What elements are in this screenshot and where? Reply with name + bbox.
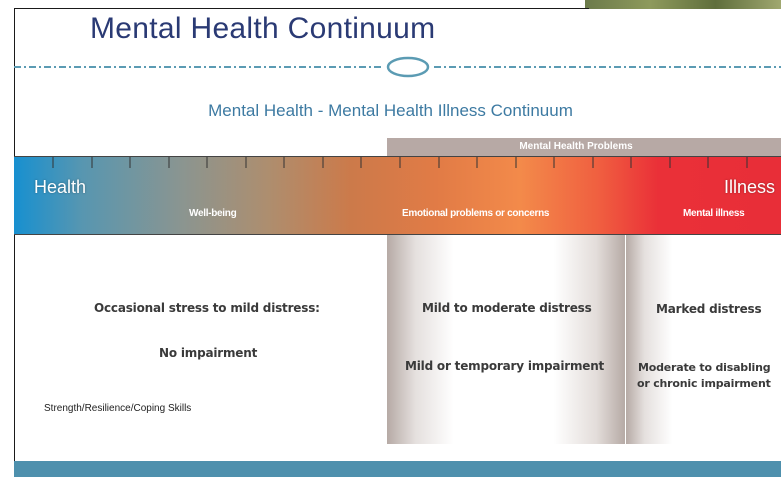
slide-title: Mental Health Continuum bbox=[90, 12, 436, 45]
right-column-impairment-line1: Moderate to disabling bbox=[638, 361, 771, 374]
right-column-impairment-line2: or chronic impairment bbox=[637, 377, 771, 390]
mental-health-problems-label: Mental Health Problems bbox=[519, 141, 633, 152]
illness-label: Illness bbox=[723, 177, 775, 197]
right-column-distress: Marked distress bbox=[656, 302, 762, 316]
bottom-accent-bar bbox=[14, 461, 781, 477]
corner-photo bbox=[585, 0, 781, 9]
health-label: Health bbox=[34, 177, 87, 197]
emotional-problems-label: Emotional problems or concerns bbox=[402, 208, 550, 219]
slide-subtitle: Mental Health - Mental Health Illness Co… bbox=[208, 101, 573, 120]
continuum-ticks bbox=[52, 157, 748, 168]
top-rule bbox=[14, 8, 589, 9]
mental-illness-label: Mental illness bbox=[683, 208, 745, 219]
mental-health-problems-column bbox=[387, 235, 625, 444]
continuum-bar: Health Illness Well-being Emotional prob… bbox=[14, 156, 781, 235]
middle-column-distress: Mild to moderate distress bbox=[422, 301, 592, 315]
left-column-impairment: No impairment bbox=[159, 346, 258, 360]
left-column-skills: Strength/Resilience/Coping Skills bbox=[44, 403, 192, 414]
middle-column-impairment: Mild or temporary impairment bbox=[405, 359, 605, 373]
left-column-distress: Occasional stress to mild distress: bbox=[94, 301, 320, 315]
mental-health-problems-header: Mental Health Problems bbox=[387, 138, 781, 156]
title-divider bbox=[14, 56, 781, 78]
well-being-label: Well-being bbox=[189, 208, 237, 219]
left-rule bbox=[14, 8, 15, 477]
mental-illness-column bbox=[626, 235, 781, 444]
